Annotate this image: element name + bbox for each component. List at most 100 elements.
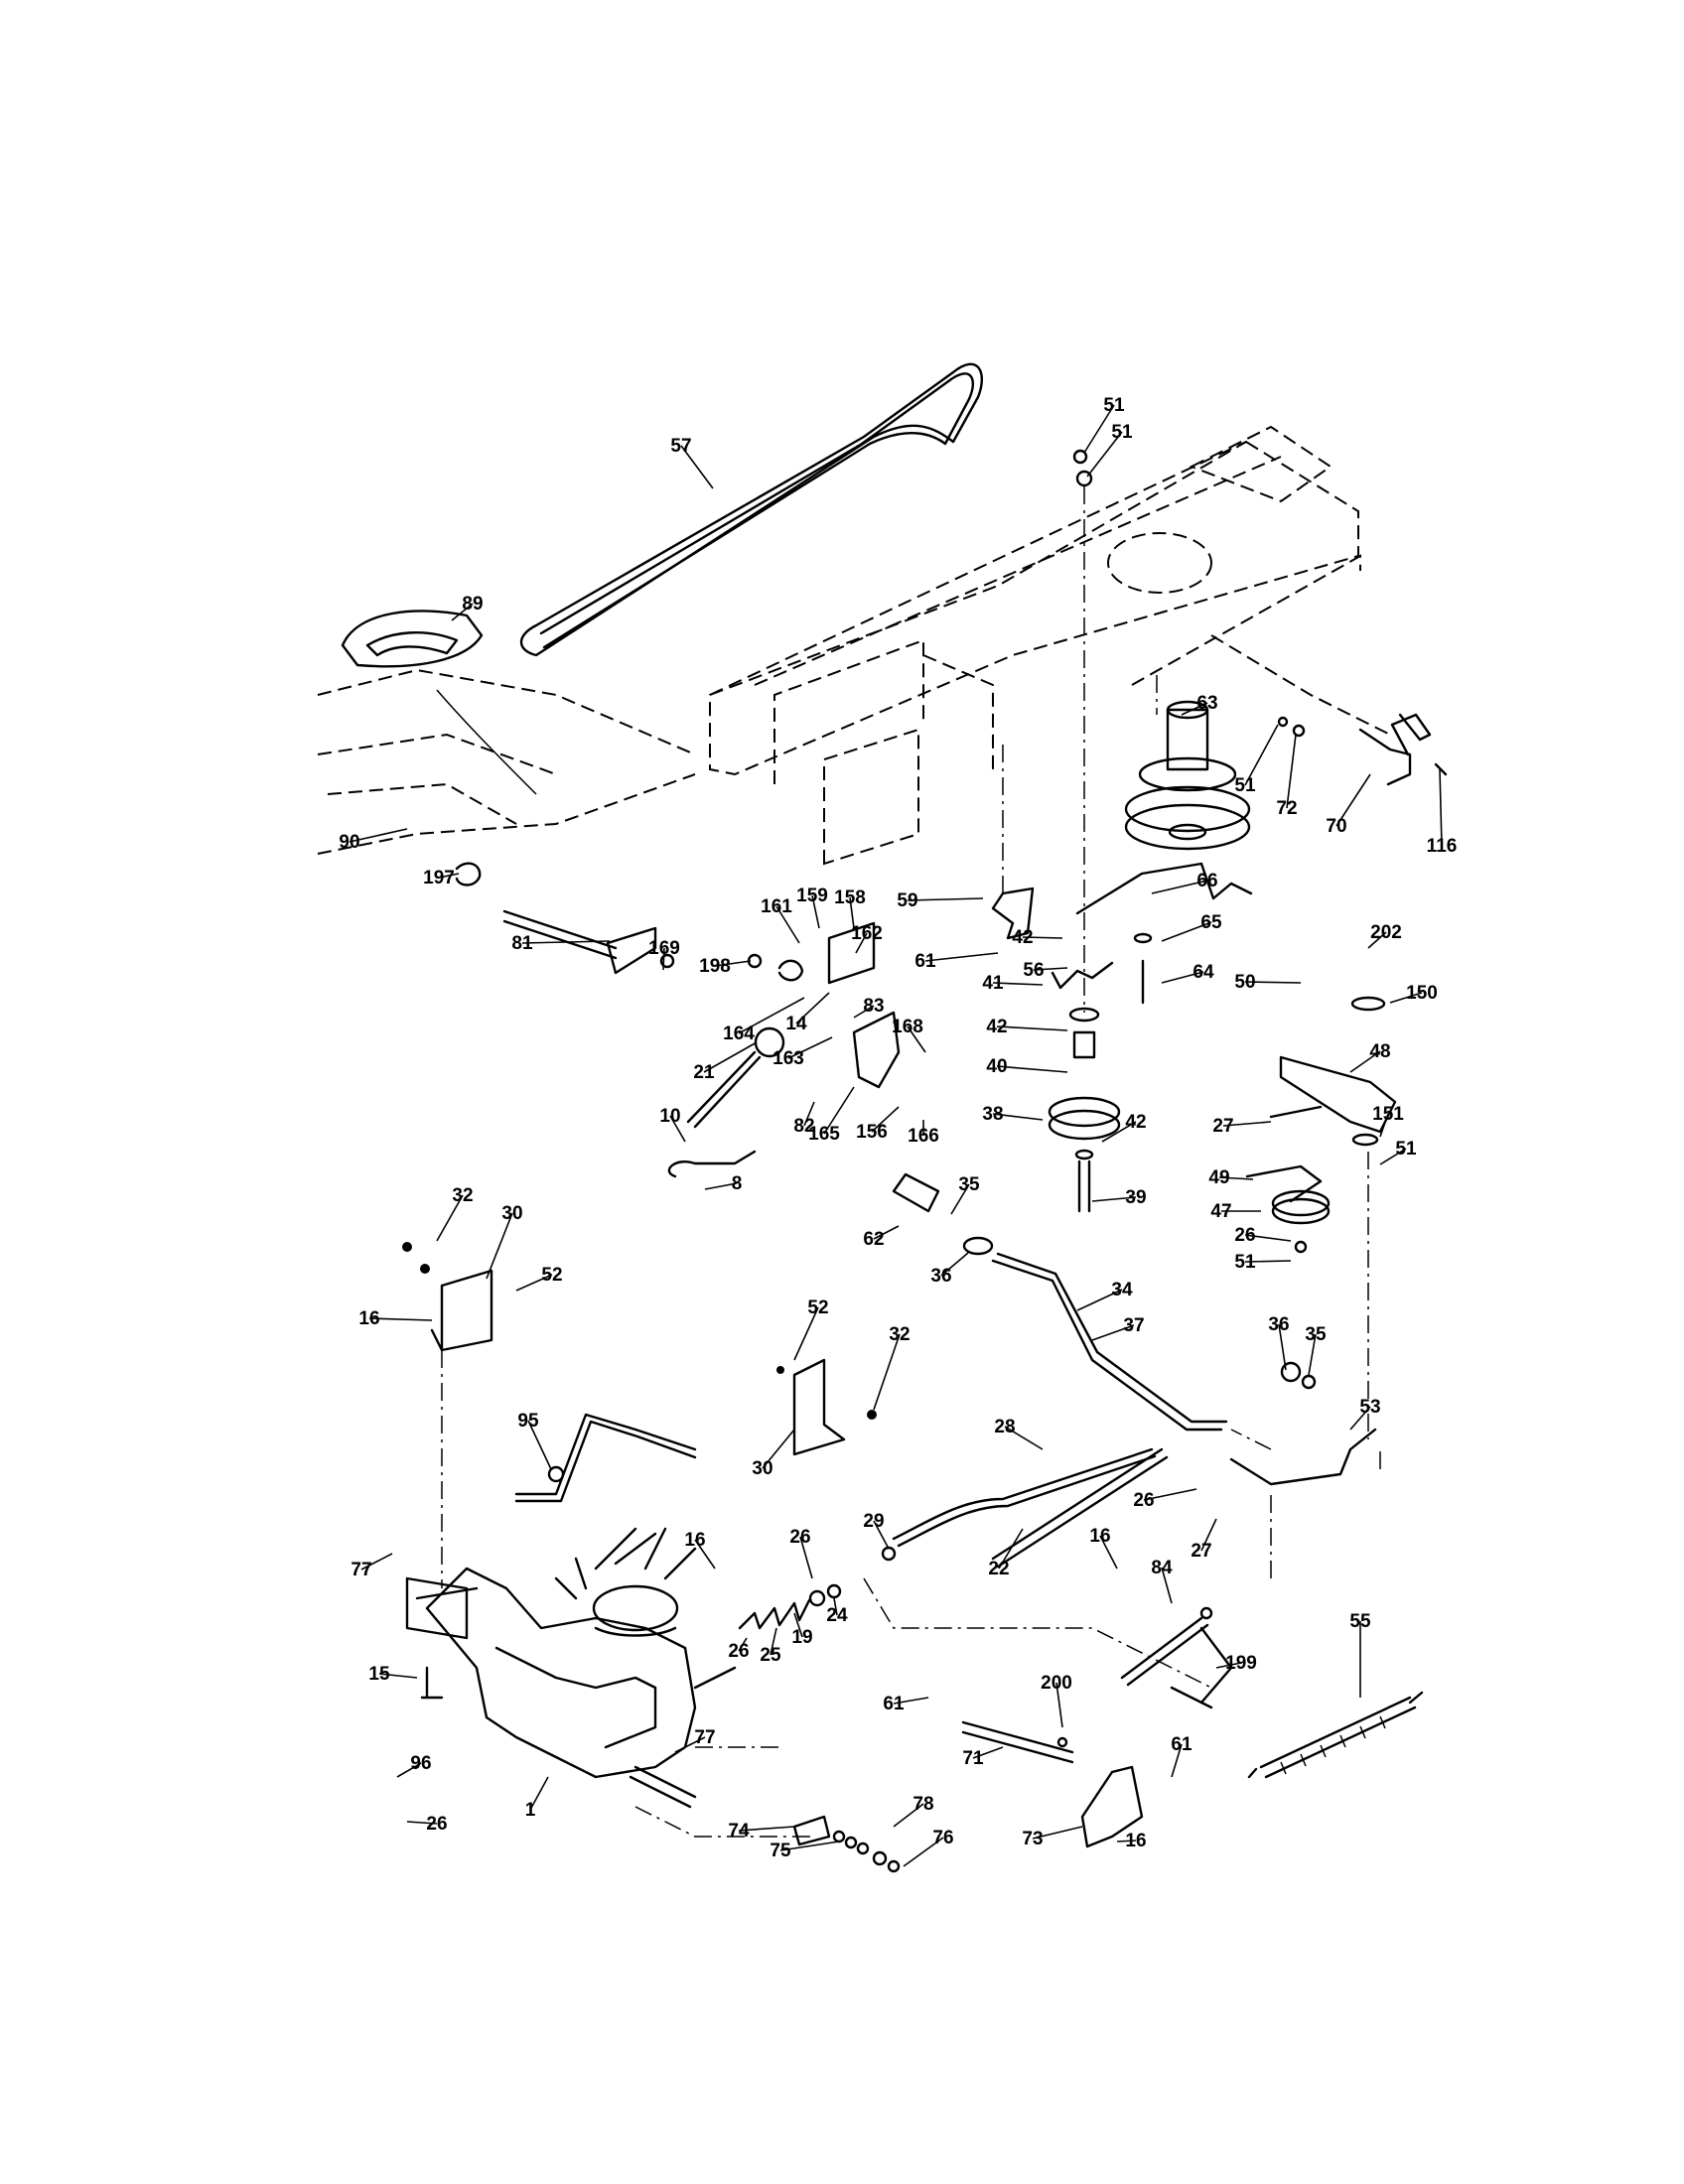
callout-leader-96 (396, 1762, 422, 1778)
callout-leader-34 (1076, 1289, 1123, 1311)
callout-leader-24 (833, 1597, 838, 1616)
callout-leader-73 (1032, 1826, 1083, 1840)
callout-leader-41 (992, 982, 1044, 986)
callout-leader-37 (1091, 1324, 1135, 1341)
callout-leader-28 (1004, 1426, 1044, 1450)
callout-label-22: 22 (988, 1559, 1009, 1579)
callout-leader-81 (521, 940, 611, 944)
callout-label-166: 166 (908, 1126, 939, 1147)
callout-leader-26 (1244, 1234, 1292, 1242)
callout-leader-202 (1367, 931, 1387, 949)
callout-leader-57 (680, 445, 714, 489)
callout-leader-200 (1055, 1682, 1063, 1728)
callout-leader-8 (704, 1182, 738, 1190)
callout-leader-16 (1116, 1840, 1137, 1843)
callout-leader-35 (950, 1183, 970, 1215)
callout-label-51: 51 (1234, 775, 1256, 796)
callout-leader-52 (793, 1306, 819, 1361)
callout-leader-165 (823, 1086, 855, 1135)
callout-leader-51 (1379, 1148, 1407, 1165)
callout-leader-16 (1099, 1535, 1118, 1570)
callout-leader-10 (669, 1115, 686, 1143)
callout-label-26: 26 (1133, 1490, 1154, 1511)
callout-leader-74 (738, 1826, 795, 1832)
spring-part-25 (738, 1583, 842, 1630)
callout-leader-71 (972, 1746, 1004, 1759)
callout-leader-49 (1218, 1176, 1254, 1180)
callout-leader-163 (787, 1036, 833, 1059)
callout-label-27: 27 (1191, 1541, 1211, 1562)
engine-pulley-part-63 (1124, 700, 1251, 851)
lever-part-95 (514, 1413, 697, 1503)
callout-leader-51 (1244, 724, 1279, 786)
idler-arm-part-48 (1245, 996, 1397, 1439)
callout-leader-62 (873, 1225, 900, 1240)
callout-leader-77 (674, 1736, 706, 1753)
callout-leader-75 (779, 1841, 840, 1851)
callout-leader-116 (1439, 768, 1443, 847)
callout-leader-156 (871, 1106, 900, 1133)
callout-leader-90 (349, 828, 408, 843)
callout-leader-35 (1308, 1333, 1317, 1376)
frame-chassis (317, 425, 1391, 866)
callout-leader-77 (360, 1553, 393, 1570)
callout-label-19: 19 (791, 1627, 812, 1648)
callout-leader-32 (873, 1333, 901, 1411)
callout-label-90: 90 (339, 832, 359, 853)
callout-label-163: 163 (772, 1048, 804, 1069)
callout-leader-27 (1200, 1518, 1217, 1552)
callout-leader-63 (1181, 702, 1208, 716)
callout-leader-40 (996, 1065, 1068, 1073)
callout-label-25: 25 (760, 1645, 781, 1666)
seat-pan-part-89 (341, 610, 537, 795)
brake-linkage (991, 745, 1253, 990)
callout-leader-30 (486, 1212, 513, 1280)
callout-leader-151 (1379, 1113, 1389, 1138)
callout-label-64: 64 (1193, 962, 1214, 983)
callout-leader-38 (992, 1113, 1044, 1121)
callout-leader-16 (694, 1539, 716, 1570)
extension-spring-part-55 (1247, 1691, 1424, 1779)
callout-leader-78 (893, 1803, 924, 1828)
callout-leader-89 (451, 603, 474, 621)
callout-leader-16 (368, 1317, 433, 1321)
callout-leaders (349, 404, 1443, 1867)
callout-leader-51 (1086, 431, 1123, 478)
callout-label-70: 70 (1326, 816, 1346, 837)
callout-label-73: 73 (1022, 1829, 1043, 1849)
drive-belt-part-57 (519, 362, 983, 657)
callout-leader-198 (714, 960, 752, 967)
callout-label-165: 165 (808, 1124, 840, 1145)
callout-leader-48 (1349, 1050, 1381, 1073)
callout-leader-26 (738, 1637, 748, 1652)
callout-leader-197 (438, 873, 460, 879)
callout-leader-15 (378, 1673, 418, 1679)
callout-leader-164 (738, 997, 805, 1034)
callout-leader-150 (1389, 992, 1423, 1004)
callout-leader-159 (811, 894, 820, 929)
callout-leader-42 (1101, 1121, 1137, 1143)
callout-label-26: 26 (728, 1641, 749, 1662)
callout-leader-30 (762, 1429, 795, 1469)
callout-label-27: 27 (1212, 1116, 1233, 1137)
callout-label-26: 26 (426, 1814, 447, 1835)
callout-leader-26 (406, 1821, 438, 1825)
callout-label-30: 30 (752, 1458, 772, 1479)
idler-pulley-part-38 (1048, 932, 1153, 1213)
callout-label-24: 24 (826, 1605, 848, 1626)
callout-leader-65 (1161, 921, 1212, 942)
assembly-chain-lines (441, 1350, 1381, 1838)
link-part-71 (961, 1720, 1144, 1848)
callout-label-197: 197 (423, 868, 455, 888)
callout-label-116: 116 (1427, 836, 1458, 857)
callout-label-56: 56 (1023, 960, 1044, 981)
callout-leader-36 (940, 1252, 969, 1277)
callout-leader-32 (436, 1194, 464, 1242)
callout-leader-84 (1161, 1567, 1173, 1604)
clutch-rod-part-34 (892, 1172, 1377, 1486)
brake-rod-part-28 (863, 1447, 1212, 1689)
callout-leader-162 (855, 932, 868, 954)
callout-label-198: 198 (699, 956, 731, 977)
